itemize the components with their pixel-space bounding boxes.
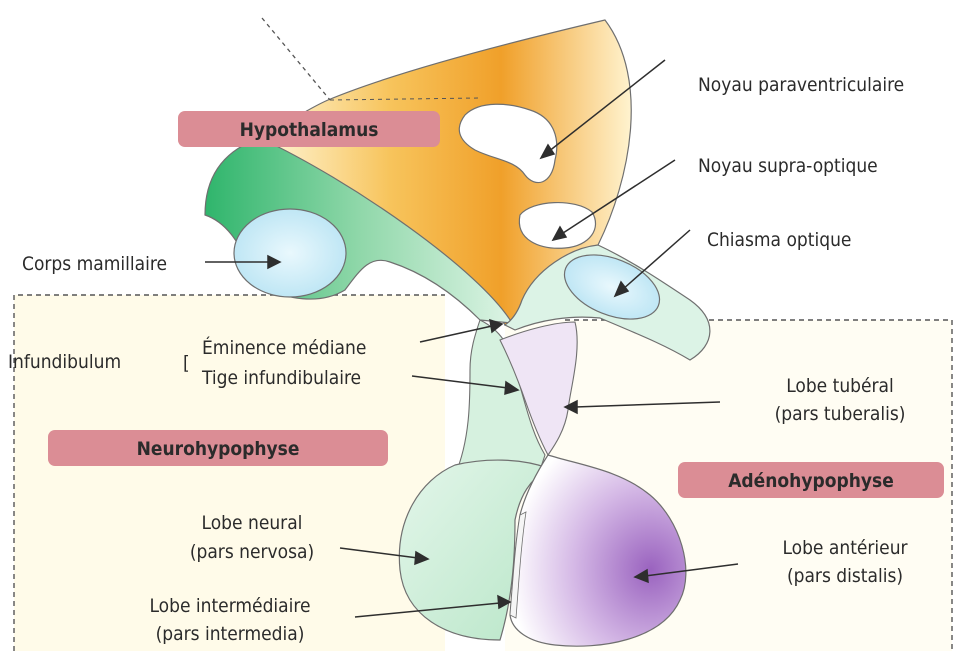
infundibulum-bracket: [ bbox=[183, 352, 190, 374]
supraoptic-nucleus bbox=[519, 203, 595, 249]
label-lobe-tuberal-latin: (pars tuberalis) bbox=[775, 403, 906, 425]
label-noyau-supra-optique: Noyau supra-optique bbox=[698, 155, 878, 177]
label-lobe-intermediaire-latin: (pars intermedia) bbox=[156, 623, 305, 645]
label-lobe-anterieur: Lobe antérieur bbox=[782, 537, 908, 559]
label-lobe-intermediaire: Lobe intermédiaire bbox=[149, 595, 310, 617]
label-lobe-anterieur-latin: (pars distalis) bbox=[787, 565, 903, 587]
neurohypophyse-label: Neurohypophyse bbox=[137, 438, 300, 460]
adenohypophyse-label: Adénohypophyse bbox=[728, 470, 894, 492]
label-noyau-paraventriculaire: Noyau paraventriculaire bbox=[698, 74, 904, 96]
label-chiasma-optique: Chiasma optique bbox=[707, 229, 851, 251]
label-lobe-neural-latin: (pars nervosa) bbox=[190, 541, 314, 563]
hypothalamus-label: Hypothalamus bbox=[240, 119, 379, 141]
mammillary-body bbox=[234, 209, 346, 297]
label-corps-mamillaire: Corps mamillaire bbox=[22, 253, 167, 275]
label-eminence-mediane: Éminence médiane bbox=[202, 336, 366, 359]
label-infundibulum: Infundibulum bbox=[8, 351, 121, 373]
label-tige-infundibulaire: Tige infundibulaire bbox=[201, 367, 361, 389]
label-lobe-neural: Lobe neural bbox=[202, 512, 303, 534]
midline-dashed bbox=[262, 18, 330, 100]
label-lobe-tuberal: Lobe tubéral bbox=[786, 375, 894, 397]
